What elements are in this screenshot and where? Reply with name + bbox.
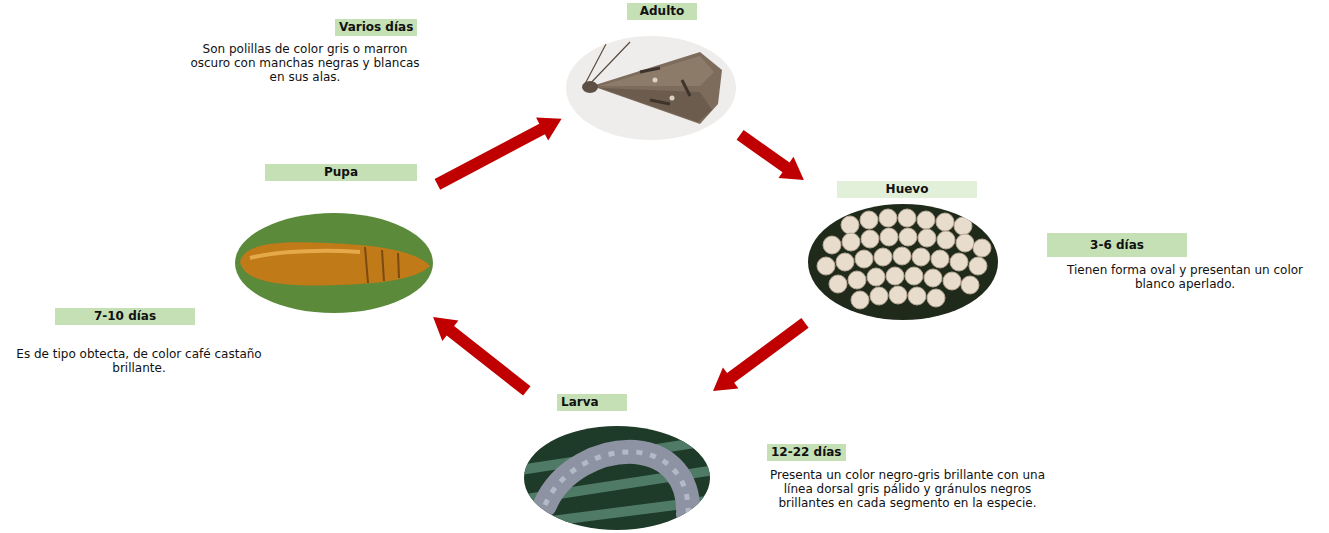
description-text: Tienen forma oval y presentan un color b… xyxy=(1047,263,1323,291)
stage-band: Huevo xyxy=(837,181,977,198)
description-text: Son polillas de color gris o marron oscu… xyxy=(185,42,425,84)
stage-node: Pupa xyxy=(235,164,433,314)
pupa-photo xyxy=(230,210,440,320)
stage-band: Varios días xyxy=(335,19,417,36)
stage-band: 3-6 días xyxy=(1047,233,1187,257)
info-node: Varios díasSon polillas de color gris o … xyxy=(185,19,425,84)
larva-photo xyxy=(520,420,715,533)
stage-band: Adulto xyxy=(627,3,697,20)
stage-band: Pupa xyxy=(265,164,417,181)
cycle-arrow xyxy=(737,130,804,180)
stage-node: Huevo xyxy=(808,181,998,320)
stage-node: Adulto xyxy=(566,3,736,140)
stage-band: Larva xyxy=(557,394,627,411)
description-text: Presenta un color negro-gris brillante c… xyxy=(755,468,1060,510)
stage-node: Larva xyxy=(524,394,710,530)
cycle-arrow xyxy=(713,318,809,391)
stage-band: 12-22 días xyxy=(767,444,846,461)
info-node: 3-6 díasTienen forma oval y presentan un… xyxy=(1047,233,1323,291)
moth-photo xyxy=(560,30,740,145)
cycle-arrow xyxy=(433,317,530,396)
stage-band: 7-10 días xyxy=(55,308,195,325)
description-text: Es de tipo obtecta, de color café castañ… xyxy=(4,347,274,375)
info-node: 7-10 días Es de tipo obtecta, de color ca… xyxy=(4,308,274,375)
egg-photo xyxy=(800,200,1005,325)
info-node: 12-22 díasPresenta un color negro-gris b… xyxy=(755,444,1060,510)
cycle-arrow xyxy=(435,118,562,190)
